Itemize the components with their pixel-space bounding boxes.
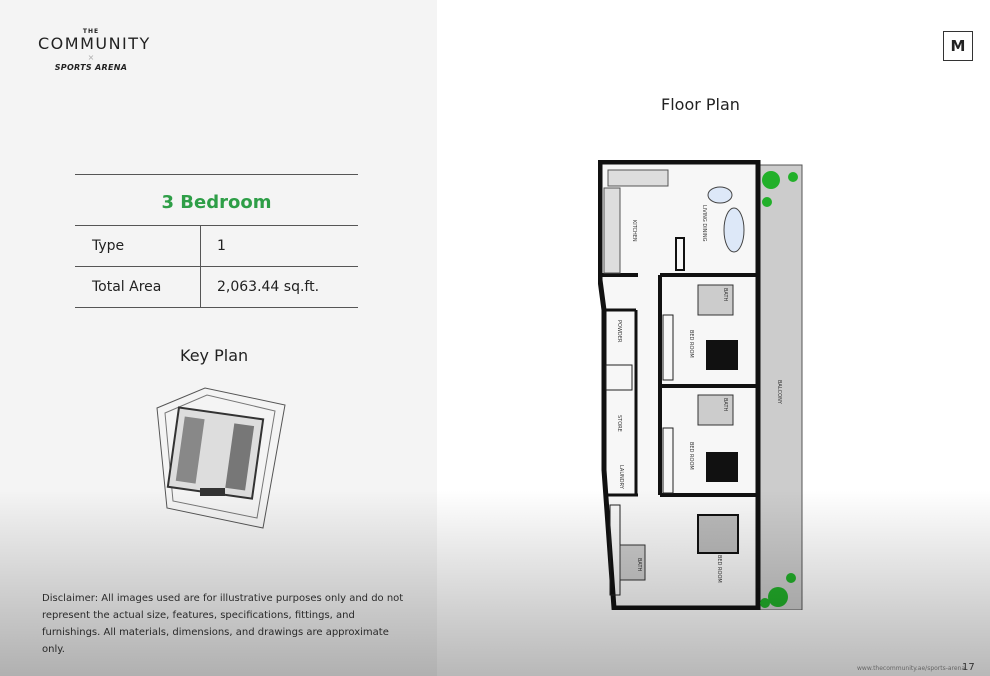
room-label-kitchen: KITCHEN (631, 220, 637, 242)
room-label-bed: BED ROOM (716, 555, 722, 583)
room-label-store: STORE (616, 415, 622, 432)
disclaimer: Disclaimer: All images used are for illu… (42, 593, 404, 655)
room-label-bath: BATH (722, 398, 728, 412)
key-plan-image (156, 387, 286, 529)
room-label-living: LIVING DINING (701, 205, 707, 242)
room-label-powder: POWDER (616, 320, 622, 343)
room-label-laundry: LAUNDRY (618, 465, 624, 490)
room-label-bed: BED ROOM (688, 330, 694, 358)
footer-url: www.thecommunity.ae/sports-arena (857, 665, 966, 672)
unit-title: 3 Bedroom (75, 175, 358, 226)
left-panel: THE COMMUNITY × SPORTS ARENA 3 Bedroom T… (0, 0, 437, 676)
page-number: 17 (962, 662, 975, 673)
room-label-balcony: BALCONY (776, 380, 782, 405)
room-label-bed: BED ROOM (688, 442, 694, 470)
plant-icon (760, 171, 798, 608)
room-label-bath: BATH (636, 558, 642, 572)
key-plan-title: Key Plan (180, 346, 249, 365)
community-logo: THE COMMUNITY × SPORTS ARENA (38, 28, 151, 72)
floor-plan-drawing: KITCHEN LIVING DINING POWDER BATH BED RO… (598, 160, 803, 610)
room-label-bath: BATH (722, 288, 728, 302)
m-logo: M (943, 31, 973, 61)
floor-plan-title: Floor Plan (661, 95, 740, 114)
